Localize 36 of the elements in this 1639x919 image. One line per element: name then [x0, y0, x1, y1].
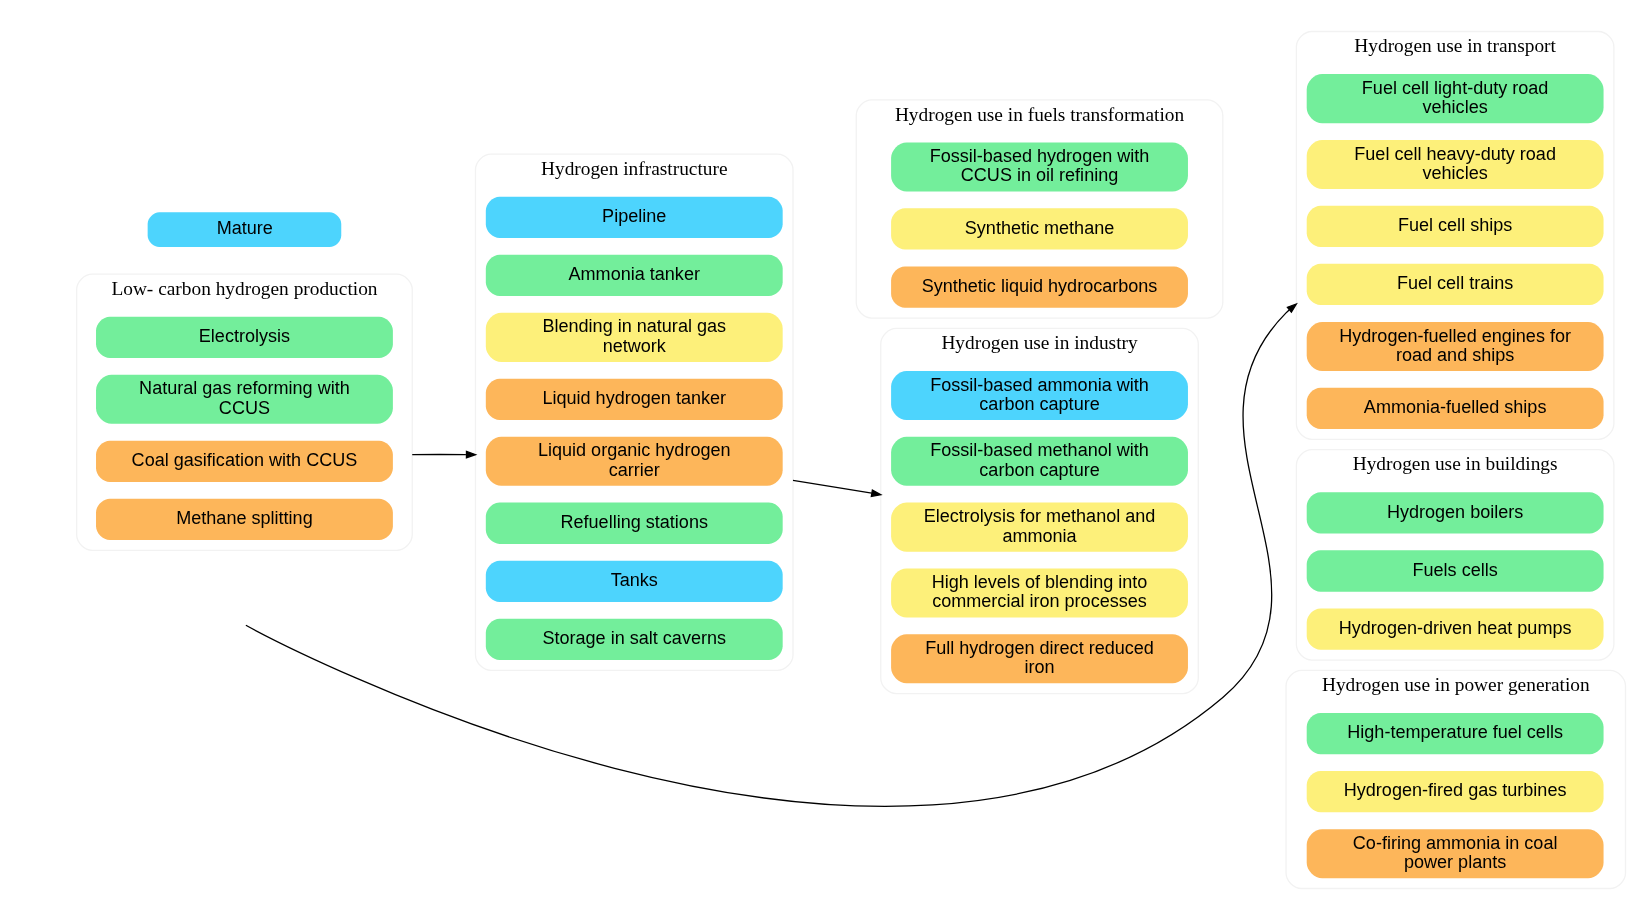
node-box: Synthetic liquid hydrocarbons: [891, 265, 1188, 308]
arrow: [245, 302, 1298, 806]
node-box: Synthetic methane: [891, 207, 1188, 250]
node-box: Hydrogen-driven heat pumps: [1306, 607, 1604, 650]
node-box: Electrolysis for methanol and ammonia: [891, 502, 1188, 552]
node-box: Fuel cell light-duty road vehicles: [1306, 73, 1604, 123]
node-box: Hydrogen boilers: [1306, 491, 1604, 534]
node-box: Ammonia tanker: [485, 254, 783, 296]
node-box: Hydrogen-fired gas turbines: [1306, 770, 1604, 812]
node-box: Refuelling stations: [485, 502, 783, 544]
node-box: Coal gasification with CCUS: [96, 440, 393, 482]
node-box: Natural gas reforming with CCUS: [96, 374, 393, 424]
node-box: High-temperature fuel cells: [1306, 712, 1604, 754]
node-box: Blending in natural gas network: [485, 312, 783, 362]
node-box: Fossil-based ammonia with carbon capture: [891, 370, 1188, 420]
node-box: Tanks: [485, 560, 783, 602]
node-box: Fossil-based methanol with carbon capture: [891, 436, 1188, 486]
node-box: Fuels cells: [1306, 549, 1604, 592]
node-box: Methane splitting: [96, 498, 393, 540]
node-box: Fuel cell trains: [1306, 263, 1604, 305]
legend-label: Mature: [216, 217, 273, 238]
node-box: Fuel cell heavy-duty road vehicles: [1306, 139, 1604, 189]
node-box: Liquid hydrogen tanker: [485, 378, 783, 420]
arrow: [411, 450, 478, 459]
node-box: Fossil-based hydrogen with CCUS in oil refining: [891, 142, 1188, 192]
arrow: [792, 479, 883, 497]
node-box: Electrolysis: [96, 316, 393, 358]
node-box: Storage in salt caverns: [485, 618, 783, 660]
node-box: Hydrogen-fuelled engines for road and ships: [1306, 321, 1604, 371]
node-box: Ammonia-fuelled ships: [1306, 387, 1604, 429]
node-box: Co-firing ammonia in coal power plants: [1306, 828, 1604, 878]
node-box: Full hydrogen direct reduced iron: [891, 633, 1188, 683]
node-box: Liquid organic hydrogen carrier: [485, 436, 783, 486]
node-box: High levels of blending into commercial iron processes: [891, 567, 1188, 617]
node-box: Fuel cell ships: [1306, 205, 1604, 247]
node-box: Pipeline: [485, 196, 783, 238]
